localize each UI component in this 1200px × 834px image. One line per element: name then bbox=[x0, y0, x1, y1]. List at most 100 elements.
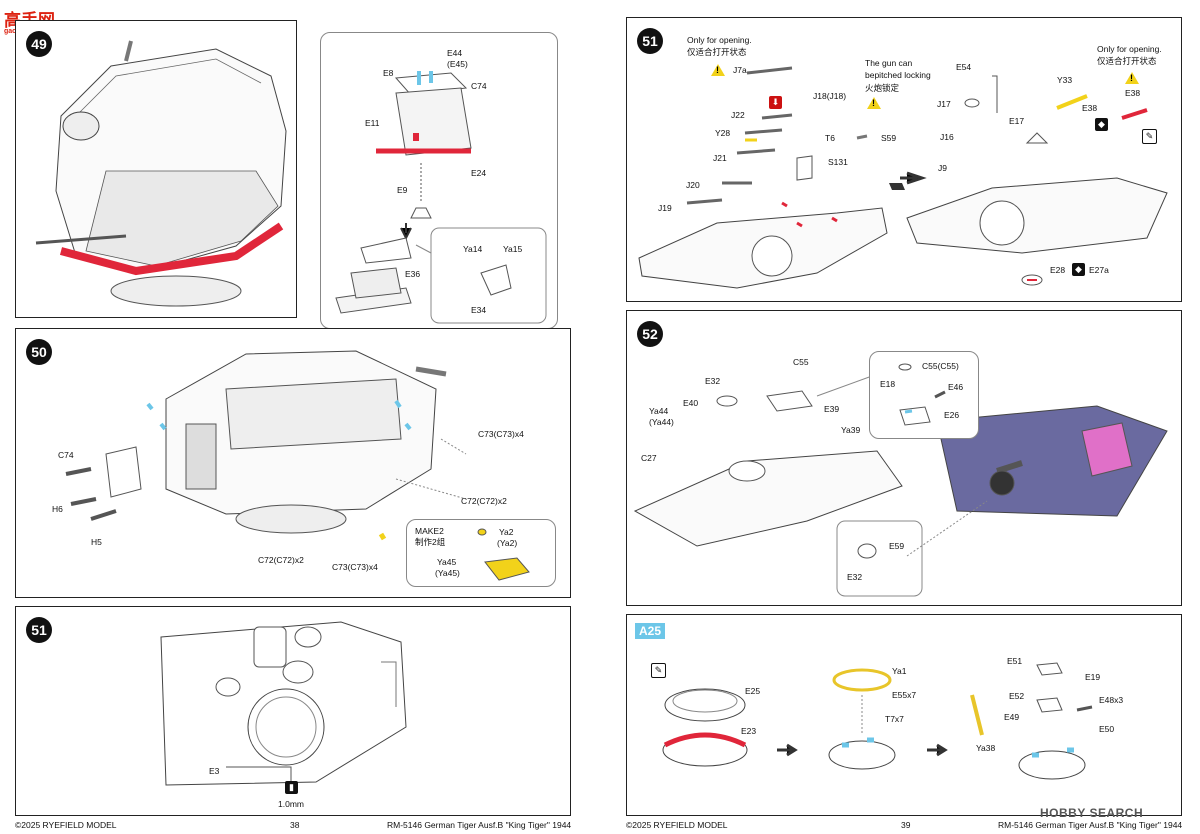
part-label: J20 bbox=[686, 180, 700, 190]
hatch-assembly-drawing bbox=[335, 71, 547, 324]
step52-inset: E18 C55(C55) E46 E26 bbox=[869, 351, 979, 439]
part-label: Ya1 bbox=[892, 666, 907, 676]
hobby-search-watermark: HOBBY SEARCH bbox=[1040, 806, 1143, 820]
part-label: E24 bbox=[471, 168, 487, 178]
note-gun-2: bepitched locking bbox=[865, 70, 931, 80]
step51-left-panel: 51 E3 ▮ 1.0mm bbox=[15, 606, 571, 816]
step49-panel: 49 bbox=[15, 20, 297, 318]
part-label: E11 bbox=[365, 118, 380, 128]
step49-subassembly: E44 (E45) E8 C74 E11 E24 E9 Ya14 Ya15 E3… bbox=[320, 32, 558, 329]
part-label: T7x7 bbox=[885, 714, 904, 724]
note-opening-cn: 仅适合打开状态 bbox=[687, 47, 747, 57]
part-label: J21 bbox=[713, 153, 727, 163]
part-label: E32 bbox=[847, 572, 863, 582]
cut-icon: ◆ bbox=[1095, 118, 1108, 131]
part-label: S131 bbox=[828, 157, 848, 167]
part-label: E25 bbox=[745, 686, 761, 696]
part-label: E59 bbox=[889, 541, 905, 551]
part-label: E39 bbox=[824, 404, 840, 414]
note-opening2-en: Only for opening. bbox=[1097, 44, 1162, 54]
part-label: J7a bbox=[733, 65, 747, 75]
paint-icon: ✎ bbox=[1142, 129, 1157, 144]
part-label: E27a bbox=[1089, 265, 1109, 275]
part-label: C72(C72)x2 bbox=[461, 496, 507, 506]
part-label: E50 bbox=[1099, 724, 1115, 734]
part-label: C72(C72)x2 bbox=[258, 555, 304, 565]
part-label: E40 bbox=[683, 398, 699, 408]
part-label: Ya15 bbox=[503, 244, 523, 254]
step50-inset: MAKE2 制作2组 Ya2 (Ya2) Ya45 (Ya45) bbox=[406, 519, 556, 587]
note-gun-1: The gun can bbox=[865, 58, 913, 68]
part-label: E48x3 bbox=[1099, 695, 1124, 705]
make-note-en: MAKE2 bbox=[415, 526, 444, 536]
part-label: Ya38 bbox=[976, 743, 996, 753]
footer-title-left: RM-5146 German Tiger Ausf.B "King Tiger"… bbox=[387, 820, 572, 830]
upper-hull-drawing bbox=[638, 66, 1168, 289]
turret-drawing bbox=[35, 40, 287, 307]
part-label: S59 bbox=[881, 133, 897, 143]
part-label: E8 bbox=[383, 68, 394, 78]
part-label: J9 bbox=[938, 163, 947, 173]
part-label: E49 bbox=[1004, 712, 1020, 722]
part-label: Ya44 bbox=[649, 406, 669, 416]
make-note-cn: 制作2组 bbox=[415, 537, 446, 547]
part-label: E46 bbox=[948, 382, 964, 392]
part-label: E26 bbox=[944, 410, 960, 420]
note-opening-en: Only for opening. bbox=[687, 35, 752, 45]
part-label: (E45) bbox=[447, 59, 468, 69]
part-label: E19 bbox=[1085, 672, 1101, 682]
warning-icon bbox=[711, 64, 725, 76]
note-opening2-cn: 仅适合打开状态 bbox=[1097, 56, 1157, 66]
step51-right-panel: 51 Only for opening. 仅适合打开状态 The gun can… bbox=[626, 17, 1182, 302]
warning-icon bbox=[867, 97, 881, 109]
footer-page-left: 38 bbox=[290, 820, 300, 830]
step51-right-number: 51 bbox=[637, 28, 663, 54]
drill-icon: ▮ bbox=[285, 781, 298, 794]
footer-copyright-right: ©2025 RYEFIELD MODEL bbox=[626, 820, 728, 830]
part-label: J17 bbox=[937, 99, 951, 109]
part-label: Ya39 bbox=[841, 425, 861, 435]
part-label: C74 bbox=[471, 81, 487, 91]
hatch-detail-drawing bbox=[898, 363, 946, 426]
step50-number: 50 bbox=[26, 339, 52, 365]
part-label: E36 bbox=[405, 269, 421, 279]
part-label: H5 bbox=[91, 537, 102, 547]
part-label: Y33 bbox=[1057, 75, 1073, 85]
part-label: E34 bbox=[471, 305, 487, 315]
step50-panel: 50 C73(C73)x4 C74 C72(C72)x2 H6 H5 C72(C… bbox=[15, 328, 571, 598]
step49-number: 49 bbox=[26, 31, 52, 57]
part-label: E32 bbox=[705, 376, 721, 386]
part-label: Ya14 bbox=[463, 244, 483, 254]
part-label: E55x7 bbox=[892, 690, 917, 700]
part-label: E44 bbox=[447, 48, 463, 58]
footer-copyright-left: ©2025 RYEFIELD MODEL bbox=[15, 820, 117, 830]
part-label: E3 bbox=[209, 766, 220, 776]
step52-number: 52 bbox=[637, 321, 663, 347]
stepA25-panel: A25 ✎ E25 E23 Ya1 E55x7 T7x7 E51 E19 E52… bbox=[626, 614, 1182, 816]
part-label: E17 bbox=[1009, 116, 1025, 126]
hobby-search-text: HOBBY SEARCH bbox=[1040, 806, 1144, 820]
part-label: J19 bbox=[658, 203, 672, 213]
part-label: E28 bbox=[1050, 265, 1066, 275]
part-label: C27 bbox=[641, 453, 657, 463]
part-label: E18 bbox=[880, 379, 896, 389]
part-label: C73(C73)x4 bbox=[478, 429, 524, 439]
hull-plate-drawing bbox=[160, 621, 407, 786]
part-label: (Ya44) bbox=[649, 417, 674, 427]
cut-icon: ◆ bbox=[1072, 263, 1085, 276]
footer-page-right: 39 bbox=[901, 820, 911, 830]
step52-panel: 52 C55 E32 E40 Ya44 (Ya44) E39 Ya39 C27 … bbox=[626, 310, 1182, 606]
part-label: C55(C55) bbox=[922, 361, 959, 371]
rear-deck-drawing bbox=[633, 375, 1168, 597]
stepA25-label: A25 bbox=[635, 623, 666, 639]
part-label: T6 bbox=[825, 133, 835, 143]
part-label: E38 bbox=[1125, 88, 1141, 98]
warning-icon bbox=[1125, 72, 1139, 84]
part-label: C55 bbox=[793, 357, 809, 367]
part-label: Y28 bbox=[715, 128, 731, 138]
part-label: Ya45 bbox=[437, 557, 457, 567]
part-label: E54 bbox=[956, 62, 972, 72]
paint-icon: ✎ bbox=[651, 663, 666, 678]
remove-icon: ⬇ bbox=[769, 96, 782, 109]
part-label: E9 bbox=[397, 185, 408, 195]
